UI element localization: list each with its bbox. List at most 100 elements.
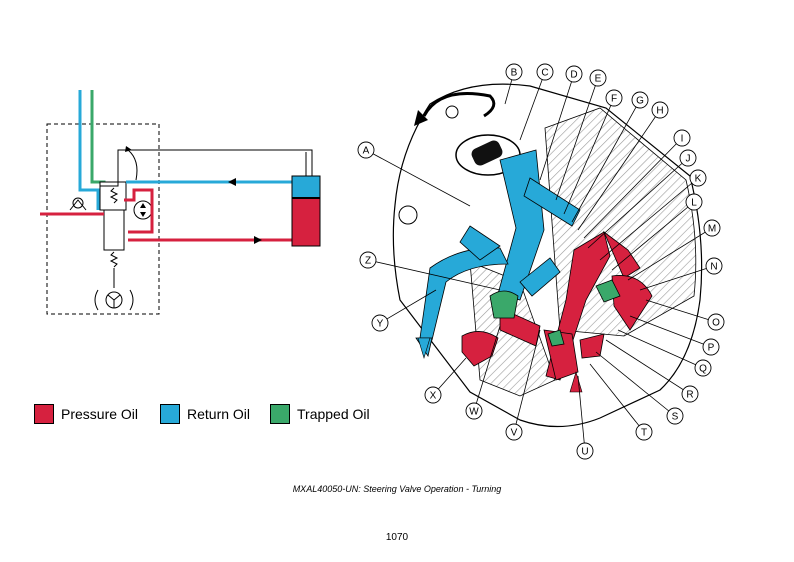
schematic-cylinder-return-chamber — [291, 175, 321, 199]
callout-bubble-h — [651, 101, 669, 119]
mount-hole-left — [398, 205, 418, 225]
mount-hole-top — [445, 105, 459, 119]
callout-leader-c — [519, 71, 546, 141]
rotation-arrow-icon — [422, 92, 496, 118]
legend-label-trapped: Trapped Oil — [297, 406, 370, 422]
callout-bubble-c — [536, 63, 554, 81]
pressure-swatch — [34, 404, 54, 424]
callout-bubble-q — [694, 359, 712, 377]
callout-leader-h — [577, 109, 661, 231]
callout-label-o: O — [712, 318, 720, 329]
callout-leader-q — [617, 329, 704, 369]
callout-label-b: B — [511, 68, 518, 79]
legend-trapped: Trapped Oil — [270, 404, 370, 424]
callout-leader-z — [367, 259, 501, 291]
callout-bubble-v — [505, 423, 523, 441]
callout-label-r: R — [686, 390, 693, 401]
callout-label-k: K — [695, 174, 702, 185]
callout-leader-e — [555, 77, 599, 201]
callout-leader-l — [611, 201, 695, 271]
schematic-valve-lower — [103, 209, 125, 251]
schematic-check-valve-seat — [69, 199, 87, 211]
trapped-swatch — [270, 404, 290, 424]
callout-leader-i — [583, 137, 683, 239]
callout-bubble-z — [359, 251, 377, 269]
trapped-oil-passages — [489, 279, 621, 347]
callout-bubble-f — [605, 89, 623, 107]
callout-label-v: V — [511, 428, 518, 439]
return-flow-arrow — [417, 337, 431, 360]
callout-label-p: P — [708, 343, 715, 354]
schematic-spring-lower — [109, 251, 119, 268]
callout-leader-m — [627, 227, 713, 281]
callout-bubble-s — [666, 407, 684, 425]
callout-label-i: I — [681, 134, 684, 145]
callout-label-w: W — [469, 407, 479, 418]
callout-leader-j — [587, 157, 689, 249]
callout-bubble-t — [635, 423, 653, 441]
callout-leader-r — [605, 339, 691, 395]
schematic-spring — [109, 187, 119, 204]
callout-bubble-j — [679, 149, 697, 167]
callout-bubble-a — [357, 141, 375, 159]
hydraulic-schematic — [40, 90, 321, 315]
callout-bubble-r — [681, 385, 699, 403]
callout-label-c: C — [541, 68, 548, 79]
callout-label-l: L — [691, 198, 697, 209]
callout-leader-g — [571, 99, 641, 223]
callout-leader-u — [577, 375, 586, 452]
callout-label-m: M — [708, 224, 716, 235]
callout-label-g: G — [636, 96, 644, 107]
callout-leader-s — [595, 351, 676, 417]
schematic-motor-loop-red — [124, 188, 154, 234]
callout-label-n: N — [710, 262, 717, 273]
legend-label-return: Return Oil — [187, 406, 251, 422]
callout-bubble-i — [673, 129, 691, 147]
callout-bubble-g — [631, 91, 649, 109]
callout-bubble-k — [689, 169, 707, 187]
callout-label-z: Z — [365, 256, 371, 267]
schematic-return-line-top — [78, 90, 100, 210]
callout-bubble-d — [565, 65, 583, 83]
callout-bubble-w — [465, 402, 483, 420]
schematic-rotate-arrow-right — [129, 289, 134, 311]
callout-leader-a — [365, 149, 471, 207]
schematic-adjust-arrow — [127, 149, 138, 181]
callout-label-u: U — [581, 447, 588, 458]
callout-bubble-x — [424, 386, 442, 404]
callout-leader-v — [513, 329, 541, 433]
callout-bubble-m — [703, 219, 721, 237]
callout-bubble-u — [576, 442, 594, 460]
schematic-pressure-arrow — [254, 236, 262, 244]
schematic-steering-spokes — [107, 294, 121, 308]
schematic-dashed-boundary — [46, 123, 160, 315]
callout-leader-k — [599, 177, 699, 261]
legend-return: Return Oil — [160, 404, 250, 424]
callout-bubble-y — [371, 314, 389, 332]
legend-pressure: Pressure Oil — [34, 404, 138, 424]
callout-label-t: T — [641, 428, 647, 439]
callout-label-d: D — [570, 70, 577, 81]
callout-leader-y — [379, 289, 437, 324]
callout-label-q: Q — [699, 364, 707, 375]
callout-leader-d — [539, 73, 575, 181]
schematic-motor-arrows — [140, 203, 146, 217]
callout-leader-n — [639, 265, 715, 291]
callout-label-h: H — [656, 106, 663, 117]
valve-cutaway — [392, 83, 703, 428]
callout-bubble-b — [505, 63, 523, 81]
callout-leader-f — [563, 97, 615, 215]
callout-leader-w — [473, 325, 501, 412]
rotation-arrow-head — [414, 110, 428, 126]
legend-label-pressure: Pressure Oil — [61, 406, 139, 422]
callout-leader-t — [589, 363, 645, 433]
callout-label-y: Y — [377, 319, 384, 330]
callout-label-e: E — [595, 74, 602, 85]
callout-label-s: S — [672, 412, 679, 423]
return-oil-passages — [415, 149, 581, 358]
schematic-return-arrow — [228, 178, 236, 186]
schematic-adjust-arrow-head — [125, 146, 132, 152]
figure-caption: MXAL40050-UN: Steering Valve Operation -… — [292, 484, 502, 494]
callout-bubble-p — [702, 338, 720, 356]
